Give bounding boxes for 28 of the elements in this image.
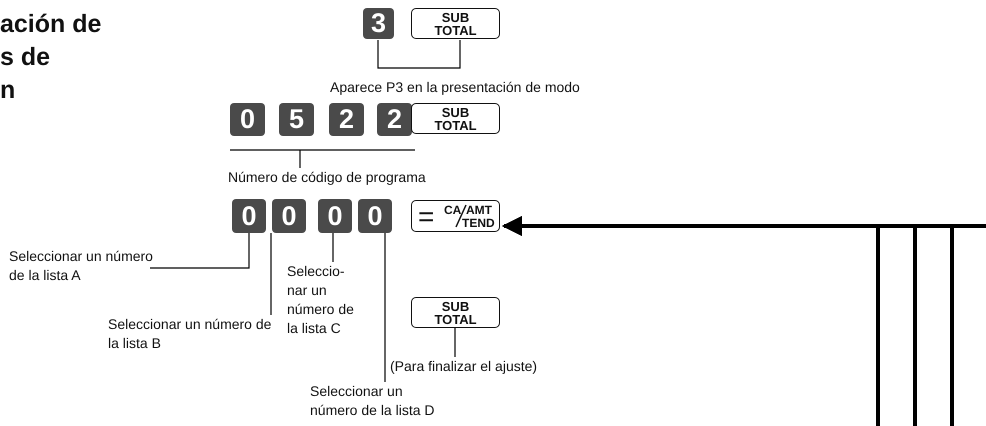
leader-line (384, 233, 386, 382)
heading-text: s de (0, 43, 50, 72)
number-key: 2 (329, 103, 364, 136)
number-key: 5 (279, 103, 314, 136)
callout-text: Seleccionar un número de la lista D (310, 382, 445, 422)
heading-text: ación de (0, 10, 102, 39)
number-key: 0 (318, 199, 352, 233)
leader-line (150, 233, 250, 269)
heading-text: n (0, 76, 16, 105)
note-text: Aparece P3 en la presentación de modo (330, 78, 640, 98)
subtotal-key: SUB TOTAL (411, 297, 500, 328)
number-key: 0 (358, 199, 392, 233)
callout-text: (Para finalizar el ajuste) (390, 357, 590, 377)
number-key: 0 (272, 199, 306, 233)
number-key: 3 (363, 8, 394, 39)
leader-line (332, 233, 334, 262)
note-text: Número de código de programa (228, 168, 438, 188)
number-key: 2 (377, 103, 412, 136)
callout-text: Seleccionar un número de la lista B (108, 315, 274, 355)
number-key: 0 (230, 103, 265, 136)
subtotal-key: SUB TOTAL (411, 8, 500, 39)
subtotal-key: SUB TOTAL (411, 103, 500, 134)
leader-line (454, 328, 456, 357)
callout-text: Seleccionar un número de la lista A (9, 247, 159, 287)
cash-amount-tender-key: = CA AMT TEND (411, 200, 500, 232)
number-key: 0 (232, 199, 266, 233)
leader-line (270, 233, 272, 315)
callout-text: Seleccio- nar un número de la lista C (287, 262, 357, 362)
